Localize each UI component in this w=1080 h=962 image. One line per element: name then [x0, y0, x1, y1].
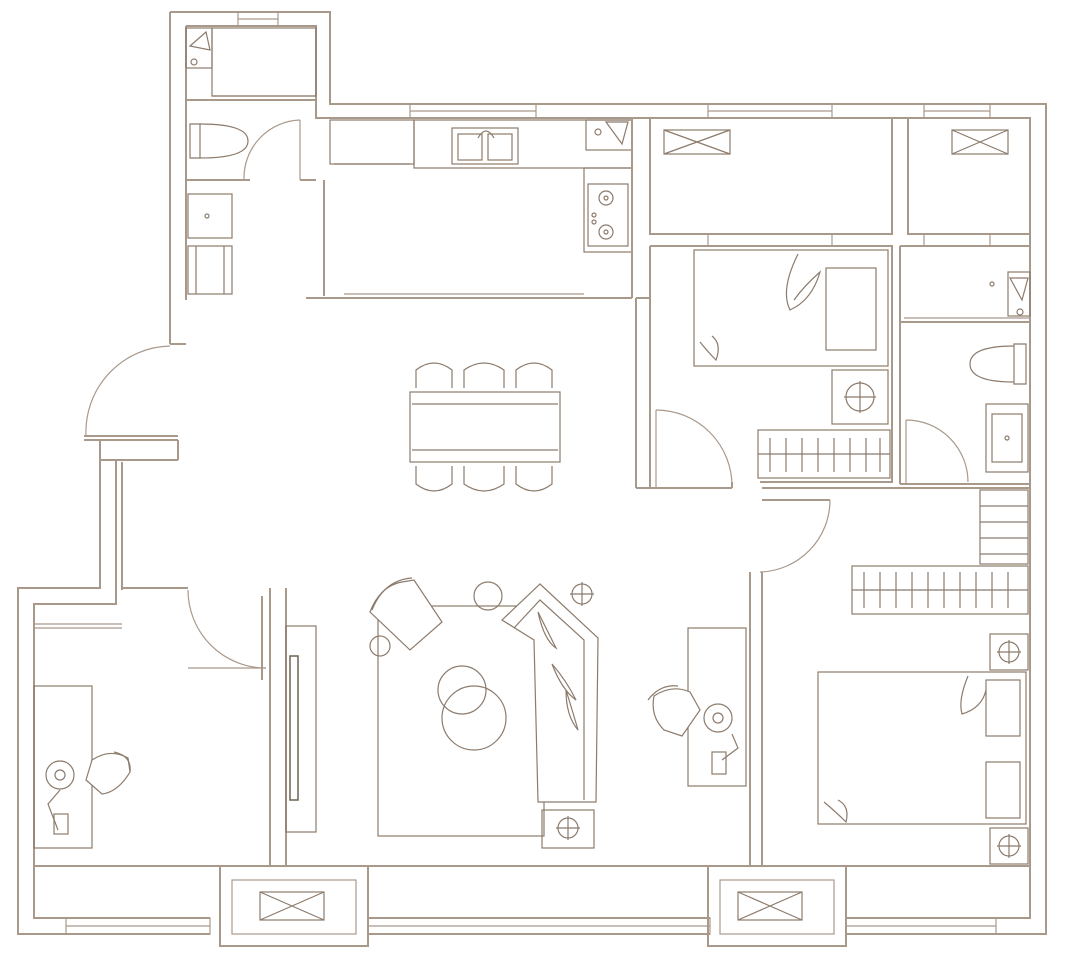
- windows: [65, 11, 997, 935]
- study-room: [33, 587, 287, 866]
- tv-wall: [285, 625, 317, 833]
- interior-walls: [636, 297, 733, 489]
- bedroom-upper: [635, 245, 893, 489]
- balcony-rooms-top: [649, 117, 1031, 247]
- bathroom-top-left: [185, 27, 317, 295]
- living-area: [369, 577, 599, 849]
- bay-window-right: [707, 865, 847, 947]
- exterior-walls: [17, 11, 1047, 935]
- kitchen: [306, 118, 633, 299]
- desk-living: [647, 627, 747, 787]
- closet-hangers-upper: [769, 438, 881, 472]
- master-bedroom: [749, 487, 1030, 866]
- bay-window-left: [219, 865, 369, 947]
- bathroom-right: [899, 245, 1031, 485]
- dining-set: [409, 362, 561, 492]
- entry-door: [84, 343, 186, 590]
